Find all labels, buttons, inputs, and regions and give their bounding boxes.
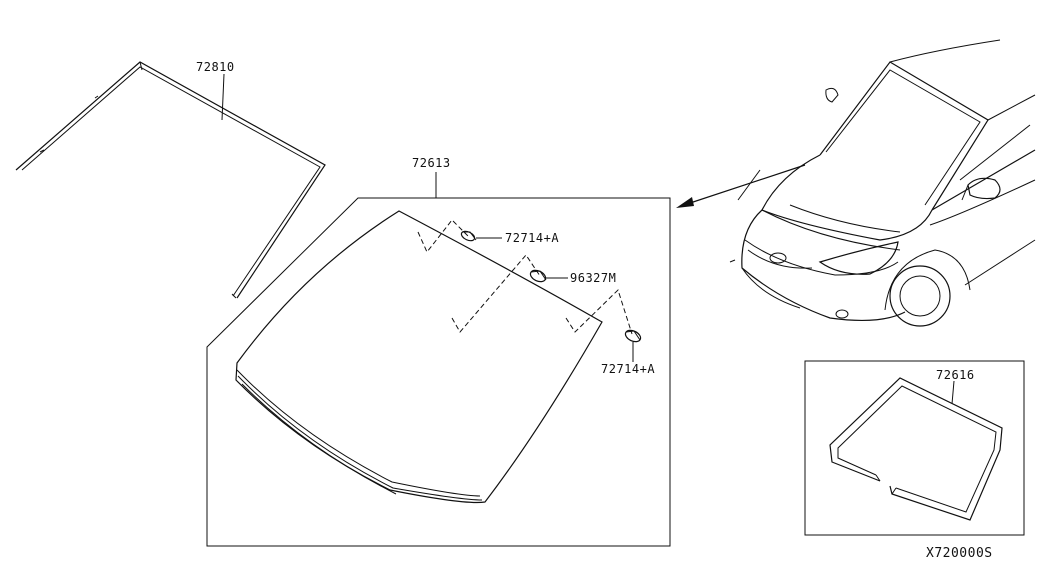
windshield-glass-part[interactable] [235,210,603,504]
label-bracket: 96327M [570,271,616,285]
dam-rubber-part[interactable] [829,377,1003,521]
diagram-code: X720000S [926,546,993,561]
label-clip-lower: 72714+A [601,362,655,376]
car-illustration [729,39,1036,327]
label-72613: 72613 [412,156,451,170]
label-72616: 72616 [936,368,975,382]
clip-upper-part[interactable] [460,229,477,242]
bracket-dash [451,254,541,333]
windshield-group-box [206,197,671,547]
leader-72810 [221,73,225,121]
clip-lower-part[interactable] [624,328,643,344]
clip-lower-dash [565,289,633,335]
pointer-arrow [676,164,806,208]
label-72810: 72810 [196,60,235,74]
molding-upper-part[interactable] [15,61,326,299]
bracket-part[interactable] [529,268,548,284]
clip-upper-dash [417,219,471,253]
dam-rubber-group-box [804,360,1025,536]
label-clip-upper: 72714+A [505,231,559,245]
leader-72616 [951,380,955,405]
